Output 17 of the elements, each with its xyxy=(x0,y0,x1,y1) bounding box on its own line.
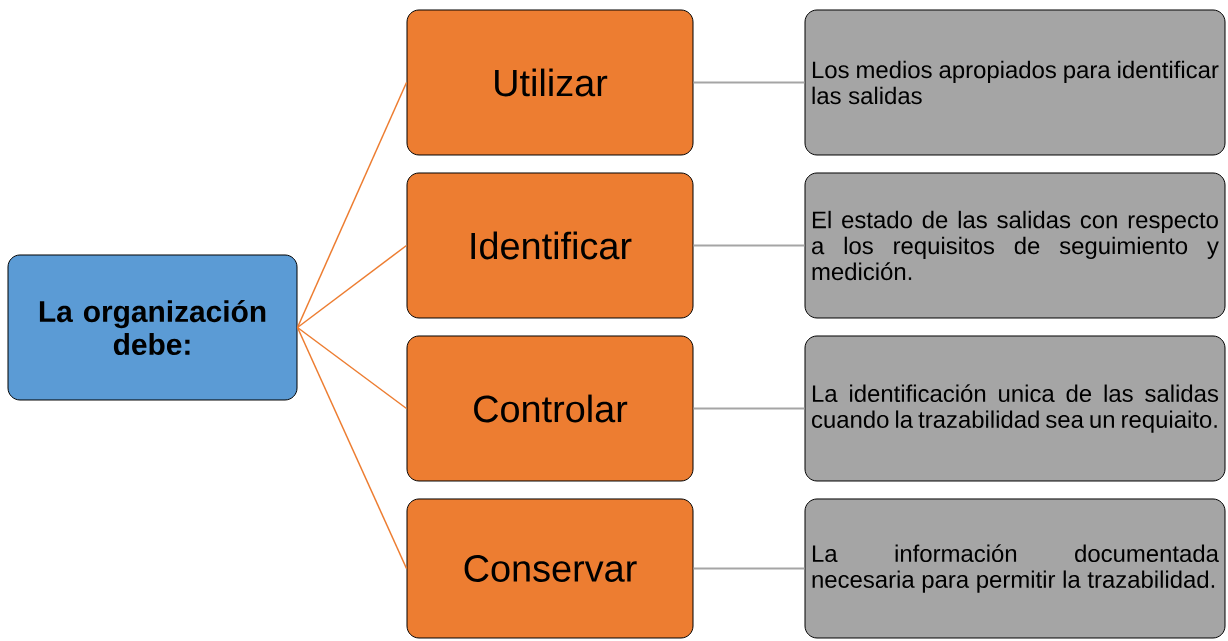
description-box: La identificación unica de las salidas cuando la trazabilidad sea un requiaito. xyxy=(804,335,1226,482)
connector-line xyxy=(296,81,408,329)
connector-line xyxy=(692,244,806,247)
action-box: Utilizar xyxy=(406,9,694,156)
action-box: Conservar xyxy=(406,498,694,639)
action-box: Controlar xyxy=(406,335,694,482)
description-box: El estado de las salidas con respecto a los requisitos de seguimiento y medición. xyxy=(804,172,1226,319)
connector-line xyxy=(296,326,408,570)
action-box: Identificar xyxy=(406,172,694,319)
connector-line xyxy=(692,567,806,570)
connector-line xyxy=(296,244,408,329)
connector-line xyxy=(692,81,806,84)
connector-line xyxy=(692,407,806,410)
connector-line xyxy=(296,326,408,410)
action-box: La organización debe: xyxy=(7,254,298,401)
description-box: Los medios apropiados para identificar las salidas xyxy=(804,9,1226,156)
description-box: La información documentada necesaria para permitir la trazabilidad. xyxy=(804,498,1226,639)
